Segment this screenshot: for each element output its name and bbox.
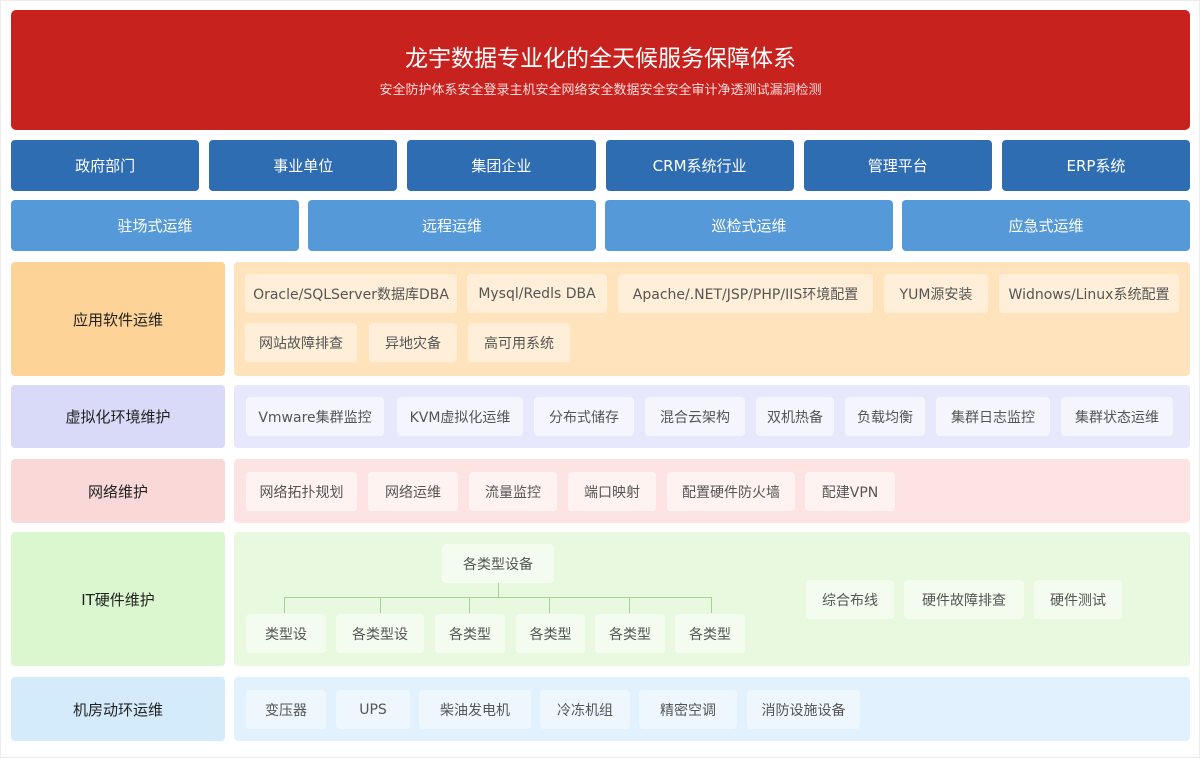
service-chip[interactable]: YUM源安装 xyxy=(884,274,988,313)
section-body-virt: Vmware集群监控 KVM虚拟化运维 分布式储存 混合云架构 双机热备 负载均… xyxy=(234,385,1190,448)
tree-connector xyxy=(284,597,285,613)
service-chip[interactable]: 网站故障排查 xyxy=(245,323,357,362)
section-label-app: 应用软件运维 xyxy=(11,262,225,376)
category-item[interactable]: ERP系统 xyxy=(1001,140,1191,191)
tree-connector xyxy=(380,597,381,613)
section-body-room: 变压器 UPS 柴油发电机 冷冻机组 精密空调 消防设施设备 xyxy=(234,677,1190,741)
section-body-app: Oracle/SQLServer数据库DBA Mysql/Redls DBA A… xyxy=(234,262,1190,376)
service-chip[interactable]: 硬件测试 xyxy=(1034,580,1122,619)
mode-item[interactable]: 应急式运维 xyxy=(902,200,1190,251)
mode-item[interactable]: 巡检式运维 xyxy=(605,200,893,251)
tree-root-chip[interactable]: 各类型设备 xyxy=(442,544,554,583)
service-chip[interactable]: 流量监控 xyxy=(469,472,557,511)
category-item[interactable]: 事业单位 xyxy=(209,140,398,191)
tree-child-chip[interactable]: 类型设 xyxy=(246,614,326,653)
service-chip[interactable]: 柴油发电机 xyxy=(419,690,531,729)
service-chip[interactable]: 网络运维 xyxy=(368,472,458,511)
category-row: 政府部门 事业单位 集团企业 CRM系统行业 管理平台 ERP系统 xyxy=(11,140,1191,191)
service-chip[interactable]: 网络拓扑规划 xyxy=(246,472,357,511)
service-chip[interactable]: 精密空调 xyxy=(639,690,737,729)
service-chip[interactable]: 异地灾备 xyxy=(369,323,457,362)
page-subtitle: 安全防护体系安全登录主机安全网络安全数据安全安全审计净透测试漏洞检测 xyxy=(379,83,822,98)
service-chip[interactable]: 高可用系统 xyxy=(468,323,570,362)
header-banner: 龙宇数据专业化的全天候服务保障体系 安全防护体系安全登录主机安全网络安全数据安全… xyxy=(11,10,1190,130)
service-chip[interactable]: Vmware集群监控 xyxy=(246,397,384,436)
mode-item[interactable]: 驻场式运维 xyxy=(11,200,299,251)
service-chip[interactable]: 综合布线 xyxy=(806,580,894,619)
service-chip[interactable]: 负载均衡 xyxy=(845,397,925,436)
page-title: 龙宇数据专业化的全天候服务保障体系 xyxy=(405,46,796,72)
category-item[interactable]: 管理平台 xyxy=(803,140,992,191)
service-chip[interactable]: Apache/.NET/JSP/PHP/IIS环境配置 xyxy=(618,274,873,313)
service-chip[interactable]: Mysql/Redls DBA xyxy=(467,274,607,313)
service-chip[interactable]: 双机热备 xyxy=(756,397,834,436)
mode-row: 驻场式运维 远程运维 巡检式运维 应急式运维 xyxy=(11,200,1190,251)
category-item[interactable]: 政府部门 xyxy=(11,140,200,191)
service-chip[interactable]: UPS xyxy=(336,690,410,729)
section-body-net: 网络拓扑规划 网络运维 流量监控 端口映射 配置硬件防火墙 配建VPN xyxy=(234,459,1190,523)
tree-connector xyxy=(498,583,499,597)
service-chip[interactable]: 集群状态运维 xyxy=(1061,397,1173,436)
tree-connector xyxy=(284,597,712,598)
service-chip[interactable]: 冷冻机组 xyxy=(540,690,630,729)
category-item[interactable]: CRM系统行业 xyxy=(605,140,794,191)
section-label-net: 网络维护 xyxy=(11,459,225,523)
service-chip[interactable]: 集群日志监控 xyxy=(936,397,1050,436)
service-chip[interactable]: KVM虚拟化运维 xyxy=(397,397,523,436)
tree-connector xyxy=(549,597,550,613)
category-item[interactable]: 集团企业 xyxy=(407,140,596,191)
tree-connector xyxy=(629,597,630,613)
service-chip[interactable]: 端口映射 xyxy=(568,472,656,511)
service-chip[interactable]: 分布式储存 xyxy=(534,397,634,436)
service-chip[interactable]: 混合云架构 xyxy=(645,397,745,436)
section-body-hw: 各类型设备 类型设 各类型设 各类型 各类型 各类型 各类型 综合布线 硬件故障… xyxy=(234,532,1190,666)
tree-connector xyxy=(469,597,470,613)
service-chip[interactable]: 配置硬件防火墙 xyxy=(667,472,795,511)
service-chip[interactable]: Widnows/Linux系统配置 xyxy=(999,274,1179,313)
section-label-virt: 虚拟化环境维护 xyxy=(11,385,225,448)
tree-child-chip[interactable]: 各类型设 xyxy=(336,614,424,653)
tree-child-chip[interactable]: 各类型 xyxy=(516,614,585,653)
service-chip[interactable]: 硬件故障排查 xyxy=(904,580,1024,619)
section-label-room: 机房动环运维 xyxy=(11,677,225,741)
tree-child-chip[interactable]: 各类型 xyxy=(435,614,505,653)
mode-item[interactable]: 远程运维 xyxy=(308,200,596,251)
service-chip[interactable]: 消防设施设备 xyxy=(747,690,860,729)
service-chip[interactable]: Oracle/SQLServer数据库DBA xyxy=(245,274,457,313)
tree-child-chip[interactable]: 各类型 xyxy=(595,614,665,653)
service-chip[interactable]: 配建VPN xyxy=(805,472,895,511)
tree-child-chip[interactable]: 各类型 xyxy=(675,614,745,653)
service-chip[interactable]: 变压器 xyxy=(246,690,326,729)
tree-connector xyxy=(711,597,712,613)
section-label-hw: IT硬件维护 xyxy=(11,532,225,666)
